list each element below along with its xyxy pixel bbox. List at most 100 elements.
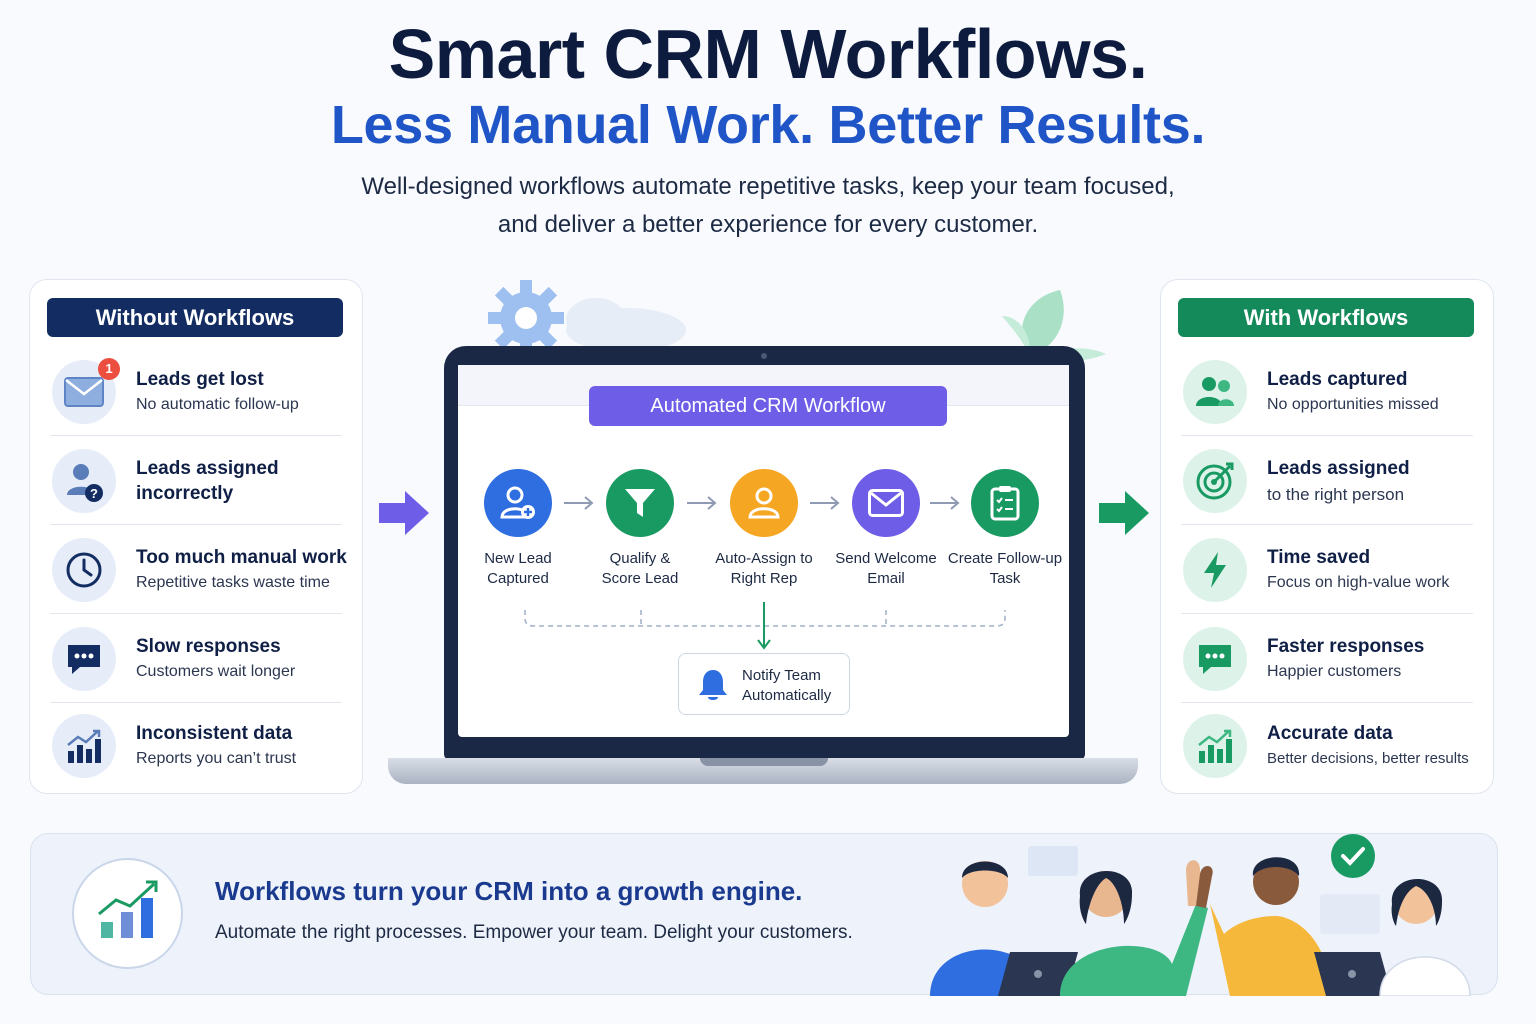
filter-icon	[606, 469, 674, 537]
without-item-inconsistent-data: Inconsistent data Reports you can’t trus…	[50, 701, 342, 790]
with-workflows-heading: With Workflows	[1178, 298, 1474, 337]
divider	[50, 613, 342, 614]
without-workflows-heading: Without Workflows	[47, 298, 343, 337]
step-label: Auto-Assign to Right Rep	[699, 549, 829, 589]
chart-icon	[1183, 714, 1247, 778]
step-label-line-2: Captured	[487, 570, 549, 587]
with-item-leads-assigned: Leads assigned to the right person	[1181, 436, 1473, 525]
check-icon	[1331, 834, 1375, 878]
banner-text: Automate the right processes. Empower yo…	[215, 922, 853, 943]
with-item-accurate-data: Accurate data Better decisions, better r…	[1181, 701, 1473, 790]
divider	[1181, 613, 1473, 614]
users-icon	[1183, 360, 1247, 424]
clock-icon	[52, 538, 116, 602]
divider	[50, 524, 342, 525]
envelope-icon	[852, 469, 920, 537]
item-subtitle: Customers wait longer	[136, 663, 296, 680]
with-workflows-panel: With Workflows Leads captured No opportu…	[1160, 279, 1494, 794]
divider	[50, 702, 342, 703]
laptop-camera	[761, 353, 767, 359]
description-line-2: and deliver a better experience for ever…	[497, 211, 1039, 238]
item-title: Leads assigned	[1267, 458, 1410, 479]
step-label-line-2: Email	[867, 570, 905, 587]
divider	[50, 435, 342, 436]
with-item-faster-responses: Faster responses Happier customers	[1181, 614, 1473, 703]
page-subtitle: Less Manual Work. Better Results.	[330, 95, 1206, 155]
item-title: Time saved	[1267, 547, 1371, 568]
step-label-line-2: Score Lead	[601, 570, 679, 587]
arrow-right-icon	[379, 491, 429, 535]
checklist-icon	[971, 469, 1039, 537]
item-title-line-2: incorrectly	[136, 483, 234, 504]
arrow-right-icon	[810, 496, 840, 510]
item-title: Slow responses	[136, 636, 281, 657]
gear-icon	[488, 280, 686, 350]
target-icon	[1183, 449, 1247, 513]
item-title: Leads get lost	[136, 369, 264, 390]
item-subtitle: No automatic follow-up	[136, 396, 299, 413]
chat-icon	[1183, 627, 1247, 691]
add-user-icon	[484, 469, 552, 537]
without-item-manual-work: Too much manual work Repetitive tasks wa…	[50, 525, 347, 614]
notify-label: Notify Team Automatically	[742, 666, 831, 706]
arrow-right-icon	[564, 496, 594, 510]
item-subtitle: to the right person	[1267, 485, 1405, 504]
lightning-icon	[1183, 538, 1247, 602]
without-item-slow-responses: Slow responses Customers wait longer	[50, 614, 342, 703]
step-qualify: Qualify & Score Lead	[575, 469, 705, 589]
step-label-line-1: Send Welcome	[835, 550, 937, 567]
arrow-right-icon	[687, 496, 717, 510]
notification-badge: 1	[98, 358, 120, 380]
item-title: Inconsistent data	[136, 723, 293, 744]
item-subtitle: Focus on high-value work	[1267, 574, 1450, 591]
step-label-line-1: New Lead	[484, 550, 552, 567]
workflow-title: Automated CRM Workflow	[589, 386, 947, 426]
item-title: Accurate data	[1267, 723, 1393, 744]
step-label-line-2: Task	[989, 570, 1021, 587]
arrow-right-icon	[1099, 491, 1149, 535]
divider	[1181, 435, 1473, 436]
arrow-right-icon	[930, 496, 960, 510]
item-subtitle: Reports you can’t trust	[136, 750, 297, 767]
step-label-line-1: Create Follow-up	[947, 550, 1063, 567]
with-item-time-saved: Time saved Focus on high-value work	[1181, 525, 1473, 614]
item-title: Too much manual work	[136, 547, 347, 568]
step-auto-assign: Auto-Assign to Right Rep	[699, 469, 829, 589]
item-title-line-1: Leads assigned	[136, 458, 279, 479]
without-workflows-panel: Without Workflows 1 Leads get lost No au…	[29, 279, 363, 794]
laptop-notch	[700, 758, 828, 766]
without-item-leads-lost: 1 Leads get lost No automatic follow-up	[50, 347, 342, 436]
svg-text:?: ?	[90, 486, 98, 501]
notify-label-line-1: Notify Team	[742, 667, 821, 684]
step-label: Qualify & Score Lead	[575, 549, 705, 589]
step-label-line-2: Right Rep	[730, 570, 798, 587]
item-title: Leads captured	[1267, 369, 1408, 390]
mail-icon: 1	[52, 358, 120, 424]
chart-icon	[52, 714, 116, 778]
item-subtitle: Repetitive tasks waste time	[136, 574, 330, 591]
notify-team-card: Notify Team Automatically	[678, 653, 850, 715]
item-subtitle: Happier customers	[1267, 663, 1402, 680]
description-line-1: Well-designed workflows automate repetit…	[361, 173, 1175, 200]
bell-icon	[699, 670, 727, 700]
chat-icon	[52, 627, 116, 691]
item-title: Leads assigned incorrectly	[136, 456, 279, 506]
notify-label-line-2: Automatically	[742, 687, 832, 704]
step-label-line-1: Qualify &	[609, 550, 671, 567]
connector-lines	[524, 602, 1006, 650]
item-title: Faster responses	[1267, 636, 1425, 657]
without-item-assigned-incorrectly: ? Leads assigned incorrectly	[50, 436, 342, 525]
step-label-line-1: Auto-Assign to	[715, 550, 813, 567]
page-description: Well-designed workflows automate repetit…	[0, 168, 1536, 244]
divider	[1181, 702, 1473, 703]
team-illustration	[930, 834, 1471, 996]
with-item-leads-captured: Leads captured No opportunities missed	[1181, 347, 1473, 436]
item-subtitle: No opportunities missed	[1267, 396, 1439, 413]
person-question-icon: ?	[52, 449, 116, 513]
